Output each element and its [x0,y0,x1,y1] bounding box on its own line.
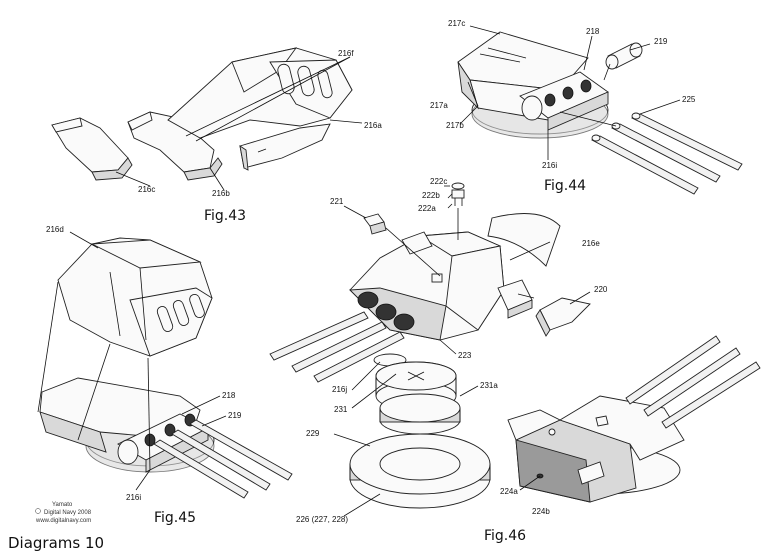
label-224a: 224a [500,487,518,496]
part-218 [519,71,609,131]
copyright-icon [35,508,41,514]
turret-assembled-fig46 [507,395,685,503]
fig46-diagram [269,182,761,517]
label-222a: 222a [418,204,436,213]
label-218-fig45: 218 [222,391,236,400]
label-222c: 222c [430,177,447,186]
part-225-barrels [591,112,743,195]
caption-fig46: Fig.46 [484,528,526,544]
label-221: 221 [330,197,344,206]
part-216b [127,111,223,181]
label-216c: 216c [138,185,155,194]
label-231: 231 [334,405,348,414]
label-216j: 216j [332,385,347,394]
turret-main-fig46 [348,231,533,341]
label-217b: 217b [446,121,464,130]
label-218-fig44: 218 [586,27,600,36]
credit-title: Yamato [52,502,73,508]
part-231 [375,361,457,411]
label-219-fig45: 219 [228,411,242,420]
label-216i-fig44: 216i [542,161,557,170]
label-223: 223 [458,351,472,360]
part-216c [51,117,133,181]
label-217a: 217a [430,101,448,110]
label-222b: 222b [422,191,440,200]
callout-labels: 216f 216a 216c 216b 217c 218 219 217a 21… [46,19,696,524]
caption-fig43: Fig.43 [204,208,246,224]
part-231a [379,393,461,435]
label-216b: 216b [212,189,230,198]
caption-fig44: Fig.44 [544,178,586,194]
part-226-base-ring [349,433,491,509]
label-219-fig44: 219 [654,37,668,46]
part-216e [487,213,561,267]
credit-line2: Digital Navy 2008 [44,510,92,516]
label-229: 229 [306,429,320,438]
part-216f [167,47,353,139]
part-216d [57,237,213,357]
fig44-diagram [457,25,743,195]
label-231a: 231a [480,381,498,390]
page-title: Diagrams 10 [8,534,104,552]
credit-block: Yamato Digital Navy 2008 www.digitalnavy… [35,502,92,524]
credit-url: www.digitalnavy.com [35,518,91,524]
fig45-diagram [37,231,293,499]
part-220 [535,297,591,337]
label-216d: 216d [46,225,64,234]
caption-fig45: Fig.45 [154,510,196,526]
label-216a: 216a [364,121,382,130]
fig43-diagram [51,47,363,191]
label-216i-fig45: 216i [126,493,141,502]
label-226: 226 (227, 228) [296,515,348,524]
label-224b: 224b [532,507,550,516]
label-225: 225 [682,95,696,104]
part-219 [605,42,643,70]
label-217c: 217c [448,19,465,28]
part-221 [363,213,387,235]
part-216a [239,123,331,171]
label-220: 220 [594,285,608,294]
label-216f: 216f [338,49,354,58]
label-216e: 216e [582,239,600,248]
part-222 [451,182,465,206]
